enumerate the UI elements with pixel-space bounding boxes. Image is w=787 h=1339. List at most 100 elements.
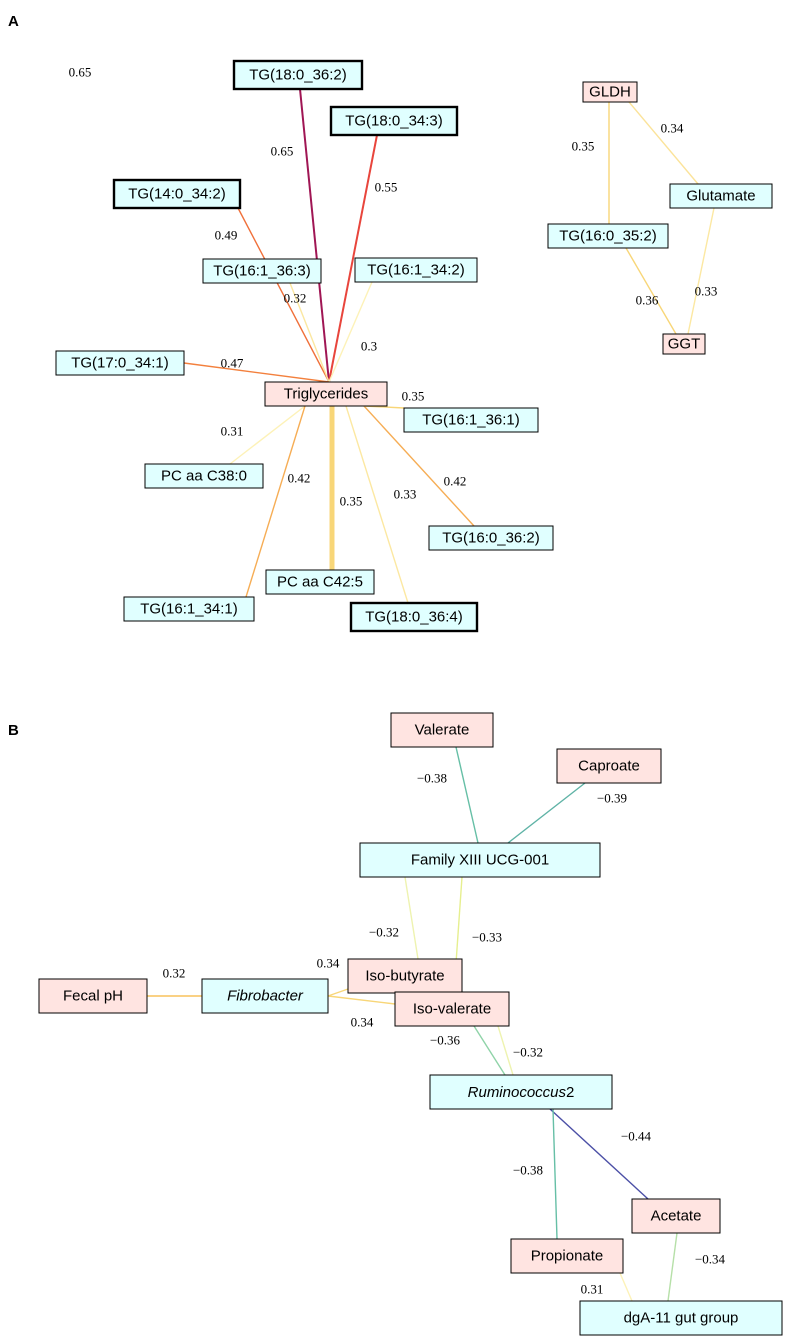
node-label: Fecal pH (63, 988, 123, 1005)
node-box (556, 748, 662, 784)
edge-weight-label: 0.42 (444, 474, 467, 489)
edge-weight-label: 0.36 (636, 293, 659, 308)
edge-b_acetate-b_dga (667, 1232, 678, 1302)
edge-weight-label: 0.34 (317, 956, 340, 971)
edge-a_trig-a_tg16_36_3 (289, 282, 330, 383)
node-a-tg16-34-2: TG(16:1_34:2) (354, 257, 478, 283)
node-box (669, 183, 773, 209)
edge-weight-label: 0.35 (340, 494, 363, 509)
node-box (547, 223, 669, 249)
edge-weight-label: 0.35 (572, 139, 595, 154)
edge-weight-label: 0.55 (375, 180, 398, 195)
node-a-tg16-36-3: TG(16:1_36:3) (202, 258, 322, 284)
edge-weight-label: −0.39 (597, 791, 627, 806)
node-box (631, 1198, 721, 1234)
edge-weight-label: −0.32 (369, 925, 399, 940)
node-label: TG(14:0_34:2) (128, 186, 226, 203)
node-box (582, 81, 638, 103)
edge-weight-label: 0.34 (661, 121, 684, 136)
node-a-tg18-34-3: TG(18:0_34:3) (329, 105, 459, 137)
node-a-tg14-34-2: TG(14:0_34:2) (112, 178, 242, 210)
node-a-pc42: PC aa C42:5 (265, 569, 375, 595)
edge-weight-label: 0.33 (695, 284, 718, 299)
node-b-acetate: Acetate (631, 1198, 721, 1234)
node-label: Glutamate (686, 188, 755, 205)
node-box (662, 333, 706, 355)
node-box (359, 842, 601, 878)
node-box (265, 569, 375, 595)
node-b-isobut: Iso-butyrate (347, 958, 463, 994)
edge-a_trig-a_tg14_34_2 (237, 207, 330, 383)
node-box (201, 978, 329, 1014)
node-b-isoval: Iso-valerate (394, 991, 510, 1027)
edge-a_glutamate-a_ggt (687, 207, 715, 335)
node-label: Ruminococcus2 (468, 1084, 575, 1101)
node-label: PC aa C42:5 (277, 574, 363, 591)
node-box (112, 178, 242, 210)
node-box (349, 601, 479, 633)
edge-weight-label: 0.47 (221, 356, 244, 371)
node-box (354, 257, 478, 283)
edge-b_family-b_isobut (404, 876, 419, 960)
node-label: TG(16:1_34:1) (140, 601, 238, 618)
node-box (264, 381, 388, 407)
edge-weight-label: −0.33 (472, 930, 502, 945)
edge-weight-label: −0.32 (513, 1045, 543, 1060)
edge-b_rumino-b_propionate (552, 1108, 558, 1240)
edge-weight-label: −0.34 (695, 1252, 726, 1267)
node-label: TG(18:0_36:2) (249, 67, 347, 84)
nodes-layer: TG(18:0_36:2) TG(18:0_34:3) TG(14:0_34:2) T… (38, 59, 783, 1336)
node-a-tg16-35-2: TG(16:0_35:2) (547, 223, 669, 249)
node-b-valerate: Valerate (390, 712, 494, 748)
node-box (55, 350, 185, 376)
node-label: Valerate (415, 722, 470, 739)
edge-b_fibro-b_isoval (327, 995, 396, 1005)
node-box (579, 1300, 783, 1336)
node-label: GGT (668, 336, 701, 353)
node-a-trig: Triglycerides (264, 381, 388, 407)
node-label: TG(16:0_35:2) (559, 228, 657, 245)
node-box (202, 258, 322, 284)
node-box (144, 463, 264, 489)
edge-weight-label: 0.33 (394, 487, 417, 502)
edge-b_propionate-b_dga (619, 1272, 633, 1302)
edge-a_trig-a_tg16_0_36_2 (363, 405, 475, 527)
node-label: Fibrobacter (227, 988, 304, 1005)
edge-weight-label: 0.65 (271, 144, 294, 159)
edge-a_trig-a_tg18_34_3 (328, 134, 378, 383)
node-label: Iso-butyrate (365, 968, 444, 985)
edge-weight-label: −0.38 (417, 771, 447, 786)
node-box (429, 1074, 613, 1110)
edge-weight-label: −0.36 (430, 1033, 461, 1048)
node-label-suffix: 2 (566, 1084, 574, 1101)
node-label: TG(16:0_36:2) (442, 530, 540, 547)
edge-a_trig-a_tg16_34_2 (328, 281, 373, 383)
panel-label-a: A (8, 13, 19, 30)
edge-b_isoval-b_rumino (473, 1025, 506, 1076)
node-label: TG(16:1_34:2) (367, 262, 465, 279)
edge-a_trig-a_pc38 (229, 405, 306, 465)
node-label: TG(16:1_36:3) (213, 263, 311, 280)
node-b-fecalph: Fecal pH (38, 978, 148, 1014)
edge-a_trig-a_tg17_34_1 (183, 362, 330, 383)
node-box (123, 596, 255, 622)
node-box (428, 525, 554, 551)
edge-a_trig-a_tg18_36_2 (299, 88, 330, 383)
node-b-family: Family XIII UCG-001 (359, 842, 601, 878)
node-a-tg18-36-4: TG(18:0_36:4) (349, 601, 479, 633)
edge-b_rumino-b_acetate (549, 1108, 649, 1200)
node-label: TG(16:1_36:1) (422, 412, 520, 429)
edge-weight-label: 0.49 (215, 228, 238, 243)
edge-b_family-b_caproate (507, 782, 586, 844)
edge-a_trig-a_tg18_36_4 (345, 405, 409, 604)
node-a-glutamate: Glutamate (669, 183, 773, 209)
node-b-dga: dgA-11 gut group (579, 1300, 783, 1336)
node-a-tg16-34-1: TG(16:1_34:1) (123, 596, 255, 622)
edge-b_family-b_valerate (455, 746, 479, 844)
edge-a_gldh-a_glutamate (628, 101, 699, 185)
node-label: TG(17:0_34:1) (71, 355, 169, 372)
edge-weight-label: 0.3 (361, 339, 377, 354)
node-a-ggt: GGT (662, 333, 706, 355)
edge-weight-label: 0.35 (402, 389, 425, 404)
edge-weight-label: 0.34 (351, 1015, 374, 1030)
